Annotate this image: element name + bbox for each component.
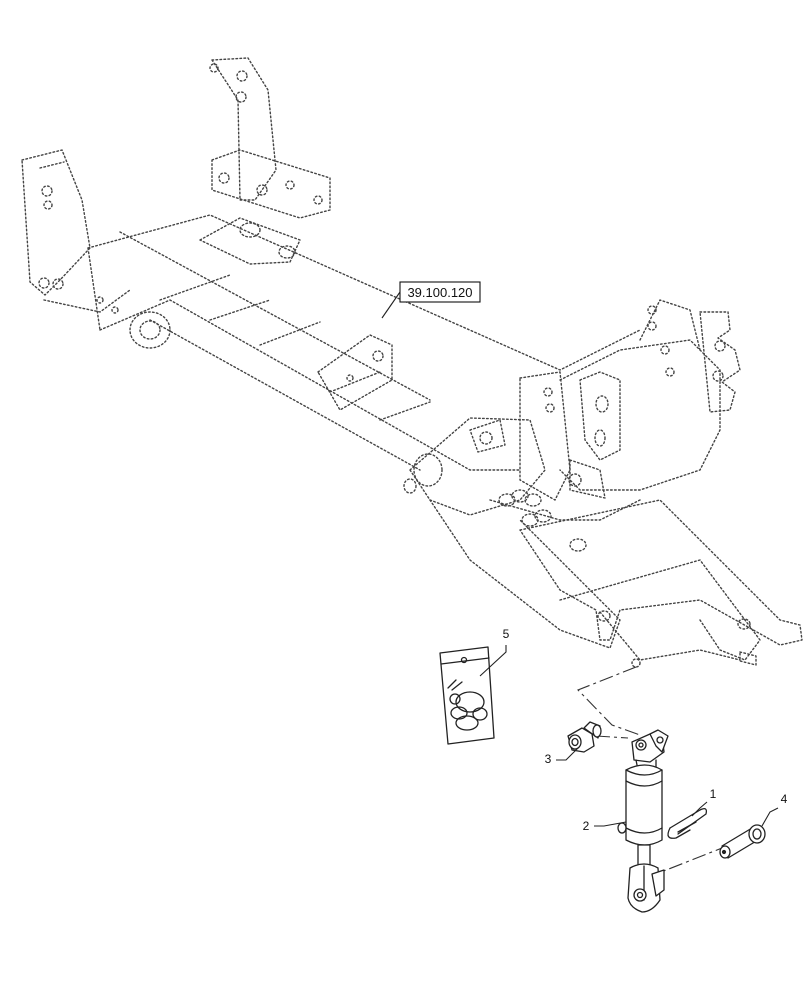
coupling-group xyxy=(498,489,552,527)
callout-number-5: 5 xyxy=(503,627,510,641)
callout-3[interactable]: 3 xyxy=(545,747,579,766)
elbow-fitting[interactable] xyxy=(567,721,602,753)
clevis-pin[interactable] xyxy=(719,824,766,859)
r-clip[interactable] xyxy=(667,808,708,839)
callout-number-3: 3 xyxy=(545,752,552,766)
callout-5[interactable]: 5 xyxy=(479,627,510,677)
reference-label-box[interactable]: 39.100.120 xyxy=(381,281,481,319)
callout-number-4: 4 xyxy=(781,792,788,806)
callout-number-1: 1 xyxy=(710,787,717,801)
callout-2[interactable]: 2 xyxy=(583,819,627,833)
seal-kit-bag[interactable] xyxy=(439,646,495,745)
reference-label: 39.100.120 xyxy=(407,285,472,300)
callout-1[interactable]: 1 xyxy=(691,787,717,817)
explode-line-upper xyxy=(577,666,641,736)
explode-line-pin-upper xyxy=(595,735,629,739)
hydraulic-cylinder[interactable] xyxy=(617,729,669,913)
callout-number-2: 2 xyxy=(583,819,590,833)
frame-assembly xyxy=(21,57,803,668)
callout-4[interactable]: 4 xyxy=(761,792,788,827)
